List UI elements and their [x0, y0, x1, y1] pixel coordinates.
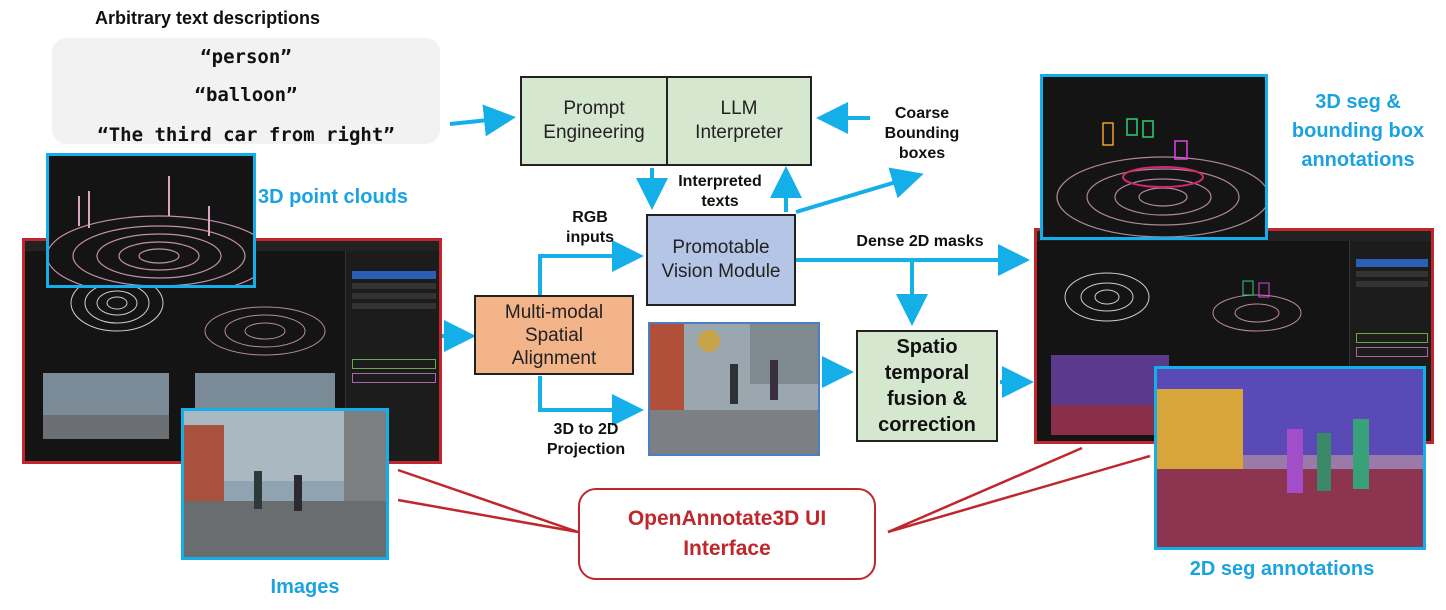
- prompt-engineering-label: Prompt Engineering: [543, 98, 645, 143]
- ui-line-right-2: [887, 454, 1151, 534]
- point-cloud-inset: [46, 153, 256, 288]
- fusion-label: Spatio temporal fusion & correction: [878, 336, 976, 436]
- spatial-alignment-label: Multi-modal Spatial Alignment: [504, 301, 604, 369]
- arrow-prompts-to-engineering: [449, 104, 516, 137]
- prompts-panel: “person” “balloon” “The third car from r…: [52, 38, 440, 146]
- right-pointcloud-view: [1064, 272, 1302, 332]
- seg2d-inset: [1154, 366, 1426, 550]
- prompt-engineering-box: Prompt Engineering: [520, 76, 668, 166]
- prompts-title: Arbitrary text descriptions: [95, 8, 321, 28]
- ui-line-left-1: [397, 468, 579, 534]
- seg3d-label: 3D seg & bounding box annotations: [1291, 91, 1425, 171]
- ui-interface-box: OpenAnnotate3D UI Interface: [578, 488, 876, 580]
- point-clouds-label: 3D point clouds: [258, 186, 408, 208]
- spatial-alignment-box: Multi-modal Spatial Alignment: [474, 295, 634, 375]
- rgb-inputs-label: RGB inputs: [566, 209, 614, 246]
- prompt-balloon: “balloon”: [194, 84, 298, 106]
- ui-interface-label: OpenAnnotate3D UI Interface: [627, 507, 827, 560]
- arrow-alignment-to-projection: [538, 376, 644, 426]
- fusion-box: Spatio temporal fusion & correction: [856, 330, 998, 442]
- projection-label: 3D to 2D Projection: [546, 421, 626, 458]
- vision-module-box: Promotable Vision Module: [646, 214, 796, 306]
- arrow-alignment-to-vision: [538, 240, 644, 296]
- projection-image: [648, 322, 820, 456]
- prompt-person: “person”: [200, 46, 292, 68]
- seg3d-rings: [1056, 118, 1265, 237]
- right-camera-view: [1051, 355, 1169, 435]
- llm-interpreter-box: LLM Interpreter: [666, 76, 812, 166]
- vision-module-label: Promotable Vision Module: [661, 237, 781, 282]
- coarse-boxes-label: Coarse Bounding boxes: [884, 105, 960, 162]
- seg2d-label: 2D seg annotations: [1189, 558, 1375, 580]
- ui-line-left-2: [397, 498, 579, 534]
- images-inset: [181, 408, 389, 560]
- images-label: Images: [270, 576, 340, 598]
- arrow-vision-to-coarse: [795, 167, 924, 214]
- seg3d-inset: [1040, 74, 1268, 240]
- interpreted-texts-label: Interpreted texts: [678, 173, 762, 210]
- prompt-third-car: “The third car from right”: [97, 124, 395, 146]
- left-camera-view-1: [43, 373, 169, 439]
- left-pointcloud-view: [70, 274, 326, 356]
- ui-line-right-1: [887, 446, 1083, 534]
- point-cloud-rings: [49, 176, 253, 285]
- llm-interpreter-label: LLM Interpreter: [695, 98, 783, 143]
- dense-masks-label: Dense 2D masks: [856, 233, 984, 250]
